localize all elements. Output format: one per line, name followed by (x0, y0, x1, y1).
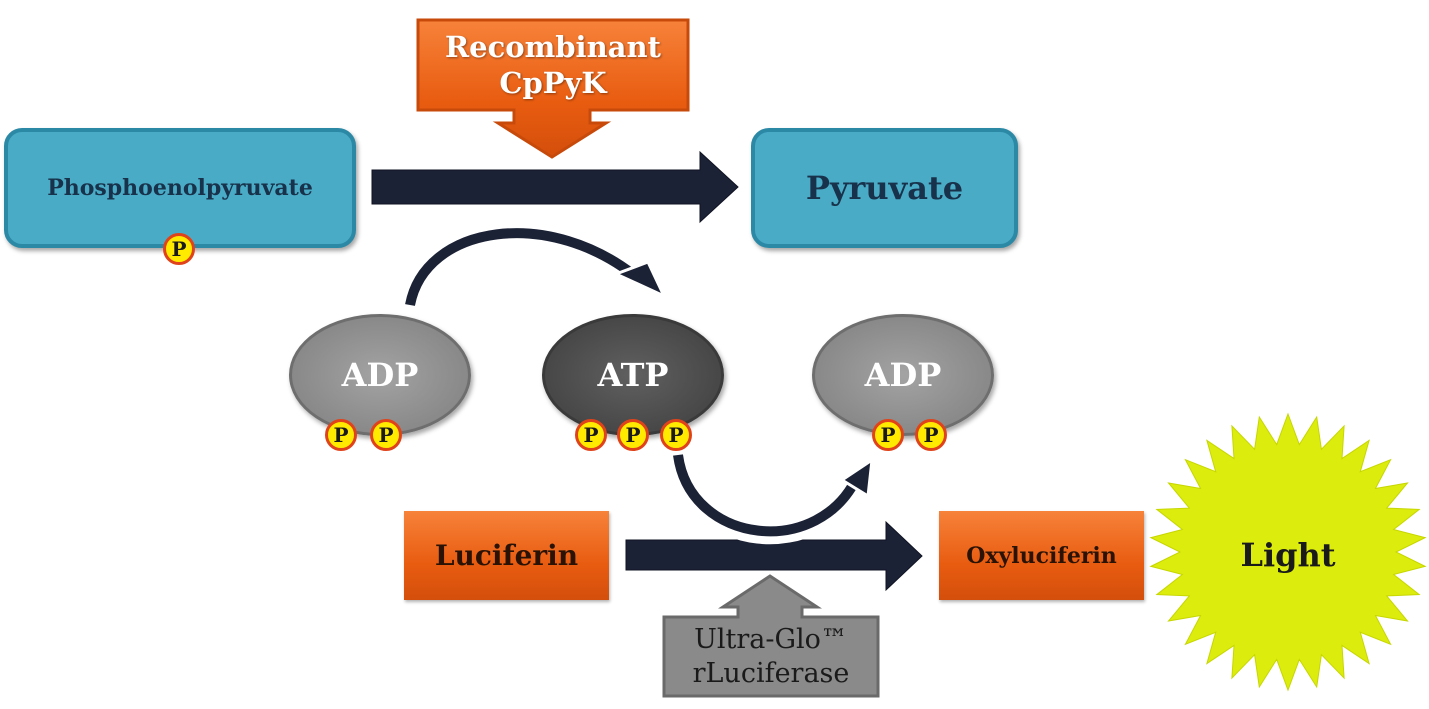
enzyme-top-arrow (416, 18, 690, 159)
enzyme-bottom-arrow (662, 574, 880, 698)
adp-right-label: ADP (864, 356, 942, 394)
phosphate-icon: P (370, 419, 402, 451)
phosphate-icon: P (163, 233, 195, 265)
enzyme-bottom-line1: Ultra-Glo™ (694, 624, 848, 655)
phosphate-icon: P (660, 419, 692, 451)
light-label: Light (1240, 536, 1336, 574)
enzyme-top-line1: Recombinant (445, 30, 661, 64)
reaction-arrow-bottom (625, 520, 923, 592)
pyruvate-box: Pyruvate (751, 128, 1018, 248)
enzyme-top-label: Recombinant CpPyK (418, 22, 688, 108)
oxyluciferin-label: Oxyluciferin (966, 542, 1117, 569)
light-burst (1149, 412, 1427, 692)
phosphate-icon: P (325, 419, 357, 451)
adp-left-ellipse: ADP (289, 314, 471, 436)
phosphate-icon: P (617, 419, 649, 451)
enzyme-bottom-label: Ultra-Glo™ rLuciferase (664, 620, 878, 694)
phosphate-icon: P (872, 419, 904, 451)
pyruvate-label: Pyruvate (805, 169, 964, 207)
enzyme-top-line2: CpPyK (499, 66, 607, 100)
atp-ellipse: ATP (542, 314, 724, 436)
adp-right-ellipse: ADP (812, 314, 994, 436)
reaction-arrow-top (371, 150, 739, 224)
phosphoenolpyruvate-box: Phosphoenolpyruvate (4, 128, 356, 248)
phosphoenolpyruvate-label: Phosphoenolpyruvate (47, 175, 313, 201)
phosphate-icon: P (915, 419, 947, 451)
luciferin-box: Luciferin (404, 511, 609, 600)
oxyluciferin-box: Oxyluciferin (939, 511, 1144, 600)
phosphate-icon: P (575, 419, 607, 451)
adp-left-label: ADP (341, 356, 419, 394)
atp-label: ATP (597, 356, 669, 394)
curved-arrow-adp-to-atp (397, 220, 668, 309)
luciferin-label: Luciferin (434, 539, 579, 572)
curved-arrow-atp-to-adp (665, 452, 874, 545)
enzyme-bottom-line2: rLuciferase (692, 658, 850, 689)
